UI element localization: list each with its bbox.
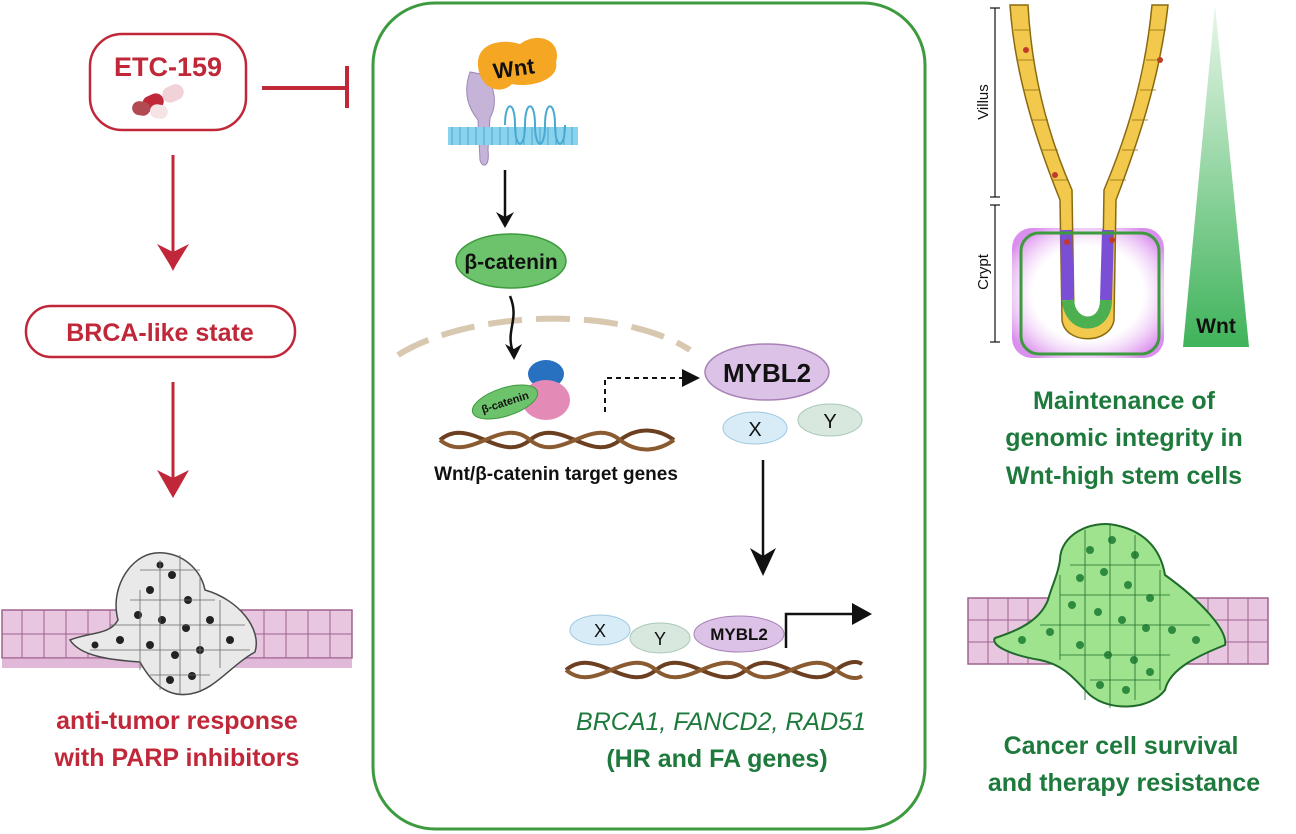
stem-line3: Wnt-high stem cells: [1006, 462, 1242, 490]
mybl2-node: [704, 343, 830, 401]
x-node: [722, 411, 788, 445]
target-genes-label: Wnt/β-catenin target genes: [434, 464, 678, 485]
stem-line1: Maintenance of: [1033, 387, 1216, 415]
cancer-line2: and therapy resistance: [988, 769, 1260, 797]
complex-mybl2-label: MYBL2: [710, 625, 768, 644]
wnt-ligand-label: Wnt: [491, 53, 536, 84]
target-genes-italic: BRCA1, FANCD2, RAD51: [576, 708, 866, 736]
complex-x-node: [569, 614, 631, 646]
outcome-line2: with PARP inhibitors: [54, 744, 300, 772]
crypt-bracket: [990, 204, 1000, 343]
target-genes-group: (HR and FA genes): [606, 745, 827, 773]
complex-y-node: [629, 622, 691, 654]
transcription-arrow-icon: [784, 603, 872, 648]
y-node: [797, 403, 863, 437]
nuclear-membrane: [396, 315, 692, 358]
beta-catenin-node: [455, 233, 567, 289]
drug-name: ETC-159: [114, 52, 222, 82]
treated-tumor-tissue-icon: [1, 552, 353, 696]
stem-cell-zone: [1019, 231, 1161, 356]
mybl2-label: MYBL2: [723, 358, 811, 388]
complex-x-label: X: [594, 621, 606, 641]
crypt-label: Crypt: [975, 253, 992, 290]
state-label: BRCA-like state: [66, 319, 254, 347]
complex-mybl2-node: [693, 615, 785, 653]
induction-dashed-arrow: [604, 377, 684, 412]
stem-line2: genomic integrity in: [1005, 424, 1243, 452]
receptor-icon: [448, 71, 578, 166]
capsule-icon: [132, 84, 184, 119]
right-panel: Villus Crypt Wnt Maintenance of genomic …: [967, 4, 1269, 797]
villus-label: Villus: [975, 84, 992, 120]
villus-bracket: [990, 7, 1000, 198]
y-label: Y: [823, 411, 836, 433]
crypt-villus-icon: [1009, 4, 1169, 358]
etc159-box: [88, 32, 248, 132]
wnt-gradient: [1183, 5, 1249, 347]
complex-y-label: Y: [654, 629, 666, 649]
arrow-bcat-to-nucleus: [508, 295, 515, 353]
left-panel: ETC-159 BRCA-like state: [1, 32, 353, 772]
x-label: X: [748, 419, 761, 441]
wnt-ligand: Wnt: [477, 37, 558, 90]
dna-icon: [438, 428, 676, 452]
cancer-line1: Cancer cell survival: [1004, 732, 1239, 760]
dna-icon: [564, 660, 864, 680]
beta-catenin-label: β-catenin: [464, 251, 557, 274]
bound-beta-catenin: [471, 384, 539, 420]
outcome-line1: anti-tumor response: [56, 707, 298, 735]
tumor-tissue-icon: [967, 523, 1269, 708]
brca-like-box: [24, 304, 297, 359]
center-panel: Wnt β-catenin β-catenin Wnt/β-catenin ta…: [371, 1, 927, 831]
wnt-gradient-label: Wnt: [1196, 315, 1236, 338]
